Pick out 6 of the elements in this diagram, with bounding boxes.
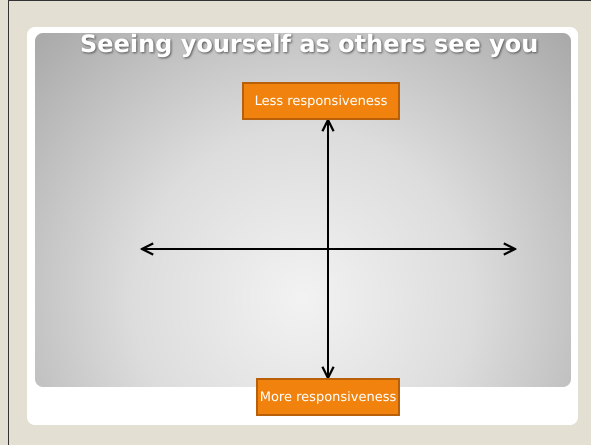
box-label: More responsiveness xyxy=(260,390,396,404)
process-box xyxy=(242,82,400,120)
box-label: Less responsiveness xyxy=(254,94,388,108)
arrow xyxy=(321,118,335,380)
process-box xyxy=(256,378,400,416)
title: Seeing yourself as others see you xyxy=(80,30,538,58)
